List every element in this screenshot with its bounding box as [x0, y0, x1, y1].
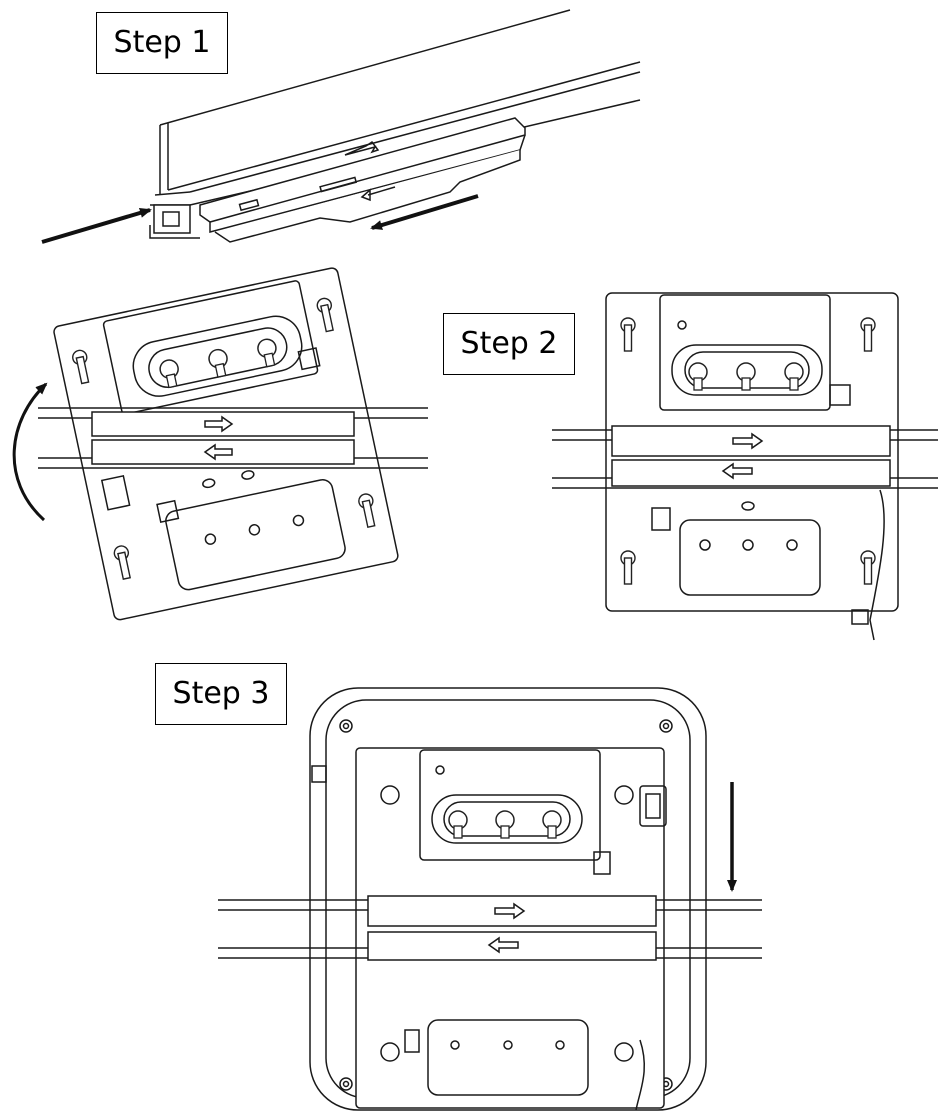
din-rail-right — [552, 425, 938, 489]
push-arrow-left — [41, 208, 152, 244]
step-1-label: Step 1 — [96, 12, 228, 74]
din-rail-bottom — [218, 895, 762, 961]
step1-illustration — [149, 9, 641, 243]
step-3-label: Step 3 — [155, 663, 287, 725]
step1-arrows — [41, 194, 479, 244]
step-2-label: Step 2 — [443, 313, 575, 375]
rotate-arrow — [12, 382, 48, 522]
push-arrow-right — [370, 194, 479, 230]
din-rail-left — [38, 407, 428, 469]
